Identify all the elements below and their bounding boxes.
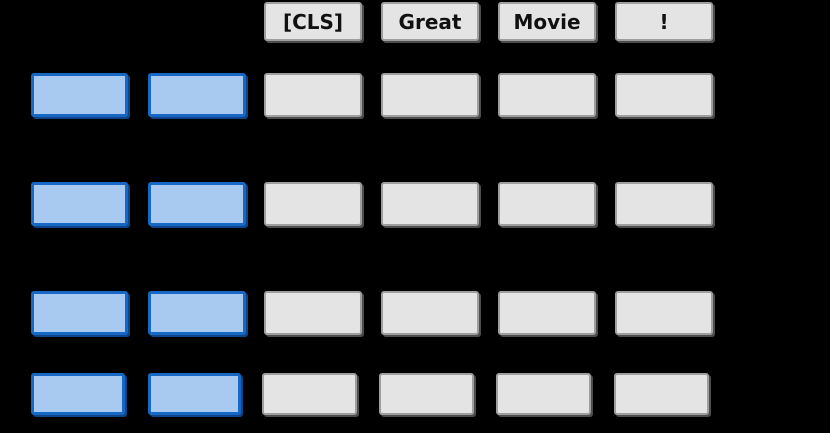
neutral-cell[interactable]	[498, 291, 596, 335]
neutral-cell[interactable]	[496, 373, 591, 415]
token-chip[interactable]: [CLS]	[264, 2, 362, 41]
neutral-cell[interactable]	[381, 73, 479, 117]
neutral-cell[interactable]	[615, 291, 713, 335]
neutral-cell[interactable]	[262, 373, 357, 415]
neutral-cell[interactable]	[264, 73, 362, 117]
highlighted-cell[interactable]	[148, 291, 246, 335]
neutral-cell[interactable]	[264, 182, 362, 226]
neutral-cell[interactable]	[498, 73, 596, 117]
neutral-cell[interactable]	[615, 182, 713, 226]
highlighted-cell[interactable]	[148, 73, 246, 117]
neutral-cell[interactable]	[379, 373, 474, 415]
neutral-cell[interactable]	[264, 291, 362, 335]
token-chip[interactable]: !	[615, 2, 713, 41]
neutral-cell[interactable]	[614, 373, 709, 415]
neutral-cell[interactable]	[381, 291, 479, 335]
neutral-cell[interactable]	[381, 182, 479, 226]
highlighted-cell[interactable]	[148, 182, 246, 226]
highlighted-cell[interactable]	[31, 182, 128, 226]
neutral-cell[interactable]	[615, 73, 713, 117]
highlighted-cell[interactable]	[31, 291, 128, 335]
token-chip[interactable]: Movie	[498, 2, 596, 41]
neutral-cell[interactable]	[498, 182, 596, 226]
highlighted-cell[interactable]	[31, 73, 128, 117]
token-chip[interactable]: Great	[381, 2, 479, 41]
highlighted-cell[interactable]	[148, 373, 241, 415]
highlighted-cell[interactable]	[31, 373, 125, 415]
